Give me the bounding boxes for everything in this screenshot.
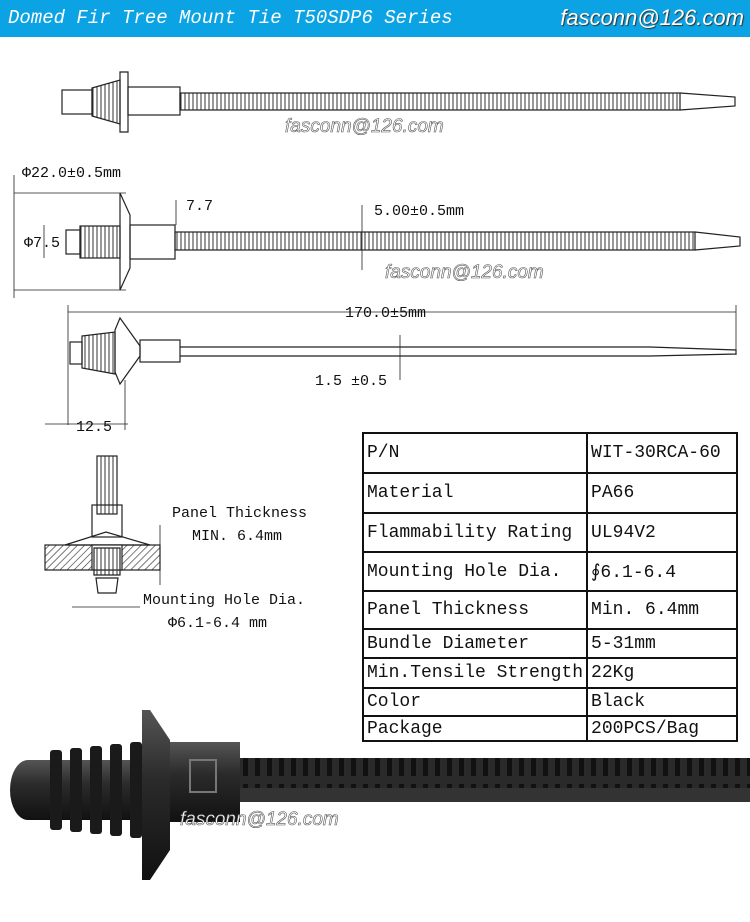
table-row: Mounting Hole Dia.∮6.1-6.4 bbox=[361, 551, 738, 592]
spec-value: Black bbox=[586, 687, 738, 717]
dim-strap-width: 5.00±0.5mm bbox=[374, 203, 464, 220]
spec-label: Flammability Rating bbox=[361, 512, 589, 553]
dim-overall-length: 170.0±5mm bbox=[345, 305, 426, 322]
dim-strap-thickness: 1.5 ±0.5 bbox=[315, 373, 387, 390]
product-photo bbox=[10, 710, 750, 880]
header-email: fasconn@126.com bbox=[560, 5, 744, 30]
dim-dome-diameter: Φ22.0±0.5mm bbox=[22, 165, 121, 182]
spec-label: Min.Tensile Strength bbox=[361, 657, 589, 689]
spec-label: Material bbox=[361, 472, 589, 514]
panel-thickness-value: MIN. 6.4mm bbox=[192, 528, 282, 545]
mounting-hole-value: Φ6.1-6.4 mm bbox=[168, 615, 267, 632]
spec-value: Min. 6.4mm bbox=[586, 590, 738, 630]
spec-label: Bundle Diameter bbox=[361, 628, 589, 659]
technical-drawing: fasconn@126.com Φ22.0±0.5mm 7.7 5.00±0.5… bbox=[10, 71, 750, 880]
front-view-tie bbox=[13, 175, 741, 298]
spec-value: ∮6.1-6.4 bbox=[586, 551, 738, 592]
watermark: fasconn@126.com bbox=[385, 262, 544, 283]
panel-thickness-label: Panel Thickness bbox=[172, 505, 307, 522]
spec-value: 5-31mm bbox=[586, 628, 738, 659]
spec-value: 22Kg bbox=[586, 657, 738, 689]
installed-section-view bbox=[44, 455, 161, 608]
header-bar: Domed Fir Tree Mount Tie T50SDP6 Series … bbox=[0, 0, 750, 37]
top-view-tie bbox=[61, 71, 736, 133]
spec-label: Mounting Hole Dia. bbox=[361, 551, 589, 592]
spec-label: P/N bbox=[361, 432, 589, 474]
product-title: Domed Fir Tree Mount Tie T50SDP6 Series bbox=[8, 7, 453, 29]
dim-stem-diameter: Φ7.5 bbox=[24, 235, 60, 252]
dim-stem-length: 12.5 bbox=[76, 419, 112, 436]
spec-label: Package bbox=[361, 715, 589, 742]
watermark: fasconn@126.com bbox=[180, 809, 339, 830]
spec-value: 200PCS/Bag bbox=[586, 715, 738, 742]
spec-value: UL94V2 bbox=[586, 512, 738, 553]
dim-head-offset: 7.7 bbox=[186, 198, 213, 215]
spec-label: Color bbox=[361, 687, 589, 717]
spec-value: PA66 bbox=[586, 472, 738, 514]
side-view-tie bbox=[45, 305, 737, 430]
spec-label: Panel Thickness bbox=[361, 590, 589, 630]
watermark: fasconn@126.com bbox=[285, 116, 444, 137]
spec-value: WIT-30RCA-60 bbox=[586, 432, 738, 474]
mounting-hole-label: Mounting Hole Dia. bbox=[143, 592, 305, 609]
